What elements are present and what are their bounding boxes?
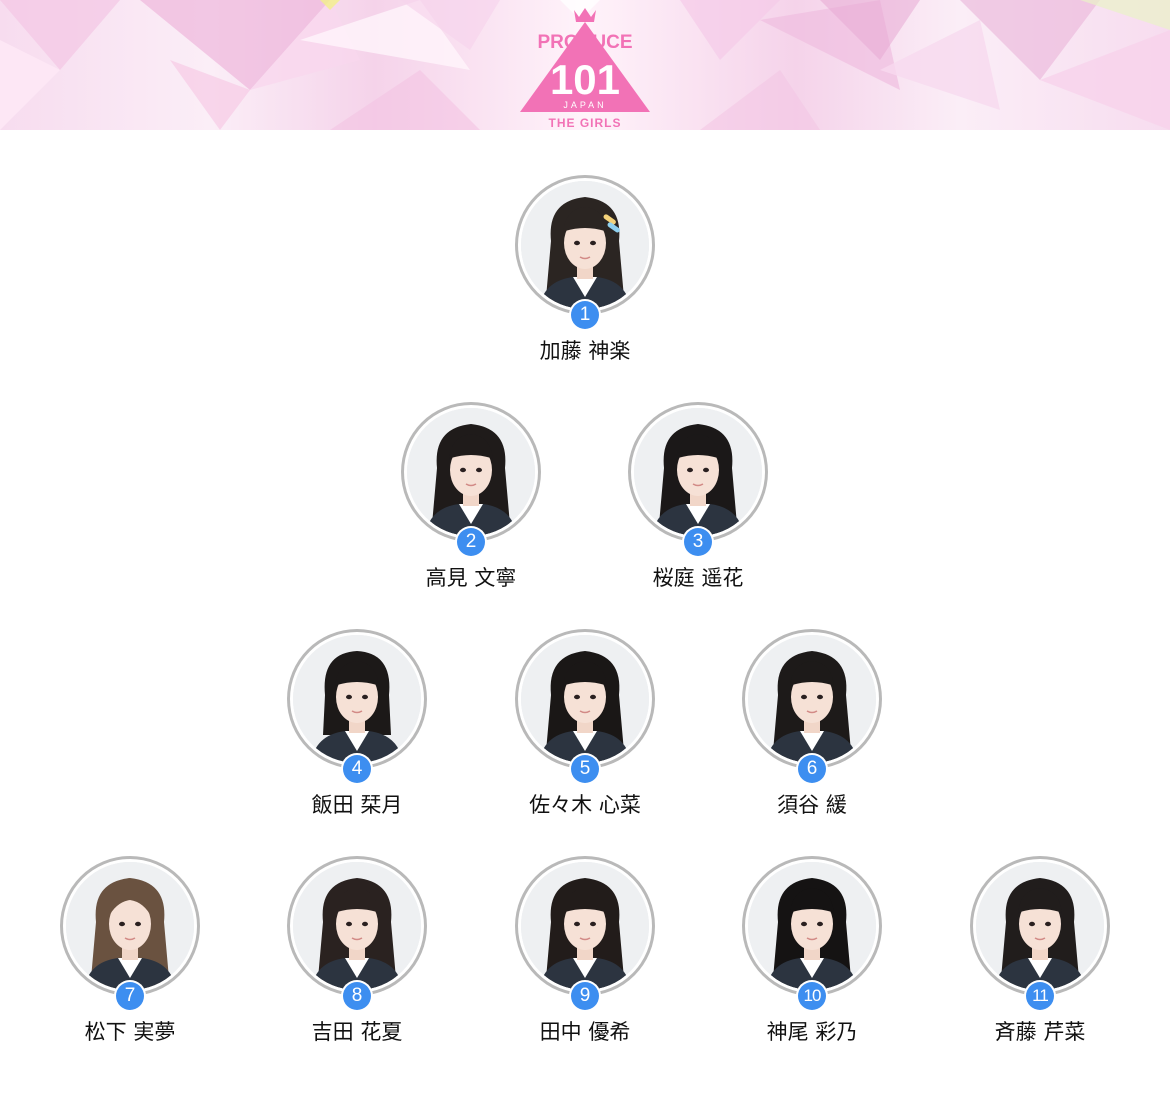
member-card-6[interactable]: 6 須谷 緩 xyxy=(722,629,902,829)
logo-subtitle-text: THE GIRLS xyxy=(548,116,621,130)
portrait-illustration xyxy=(293,862,421,990)
member-card-9[interactable]: 9 田中 優希 xyxy=(495,856,675,1056)
portrait-illustration xyxy=(407,408,535,536)
member-photo xyxy=(521,862,649,990)
member-name: 須谷 緩 xyxy=(777,793,847,817)
member-photo xyxy=(521,635,649,763)
member-photo xyxy=(293,635,421,763)
portrait-illustration xyxy=(521,862,649,990)
portrait-illustration xyxy=(976,862,1104,990)
member-name: 田中 優希 xyxy=(539,1020,631,1044)
member-photo xyxy=(634,408,762,536)
member-name: 飯田 栞月 xyxy=(311,793,403,817)
portrait-illustration xyxy=(748,862,876,990)
produce101-logo: PRODUCE 101 JAPAN THE GIRLS xyxy=(520,8,650,130)
rank-badge: 1 xyxy=(571,301,599,329)
rank-badge: 2 xyxy=(457,528,485,556)
portrait-illustration xyxy=(634,408,762,536)
banner-pattern xyxy=(0,0,1170,130)
member-photo xyxy=(976,862,1104,990)
rank-badge: 3 xyxy=(684,528,712,556)
member-photo xyxy=(293,862,421,990)
member-name: 桜庭 遥花 xyxy=(652,566,744,590)
rank-badge: 6 xyxy=(798,755,826,783)
logo-number-text: 101 xyxy=(550,56,620,103)
member-card-2[interactable]: 2 高見 文寧 xyxy=(381,402,561,602)
member-name: 吉田 花夏 xyxy=(311,1020,403,1044)
member-name: 高見 文寧 xyxy=(425,566,517,590)
portrait-illustration xyxy=(521,635,649,763)
member-photo xyxy=(748,635,876,763)
member-card-1[interactable]: 1 加藤 神楽 xyxy=(495,175,675,375)
rank-badge: 11 xyxy=(1026,982,1054,1010)
logo-country-text: JAPAN xyxy=(563,100,606,110)
member-card-7[interactable]: 7 松下 実夢 xyxy=(40,856,220,1056)
member-card-3[interactable]: 3 桜庭 遥花 xyxy=(608,402,788,602)
portrait-illustration xyxy=(521,181,649,309)
header-banner: PRODUCE 101 JAPAN THE GIRLS xyxy=(0,0,1170,130)
member-card-10[interactable]: 10 神尾 彩乃 xyxy=(722,856,902,1056)
member-photo xyxy=(748,862,876,990)
portrait-illustration xyxy=(293,635,421,763)
logo-triangle xyxy=(520,22,650,112)
rank-badge: 10 xyxy=(798,982,826,1010)
portrait-illustration xyxy=(748,635,876,763)
crown-icon xyxy=(574,8,596,22)
rank-badge: 7 xyxy=(116,982,144,1010)
member-name: 加藤 神楽 xyxy=(539,339,631,363)
member-card-4[interactable]: 4 飯田 栞月 xyxy=(267,629,447,829)
member-name: 松下 実夢 xyxy=(84,1020,176,1044)
member-photo xyxy=(66,862,194,990)
member-photo xyxy=(521,181,649,309)
member-card-11[interactable]: 11 斉藤 芹菜 xyxy=(950,856,1130,1056)
rank-badge: 9 xyxy=(571,982,599,1010)
rank-badge: 4 xyxy=(343,755,371,783)
member-name: 神尾 彩乃 xyxy=(766,1020,858,1044)
member-card-8[interactable]: 8 吉田 花夏 xyxy=(267,856,447,1056)
rank-badge: 5 xyxy=(571,755,599,783)
rank-badge: 8 xyxy=(343,982,371,1010)
member-photo xyxy=(407,408,535,536)
member-card-5[interactable]: 5 佐々木 心菜 xyxy=(495,629,675,829)
member-name: 佐々木 心菜 xyxy=(529,793,641,817)
portrait-illustration xyxy=(66,862,194,990)
member-name: 斉藤 芹菜 xyxy=(994,1020,1086,1044)
